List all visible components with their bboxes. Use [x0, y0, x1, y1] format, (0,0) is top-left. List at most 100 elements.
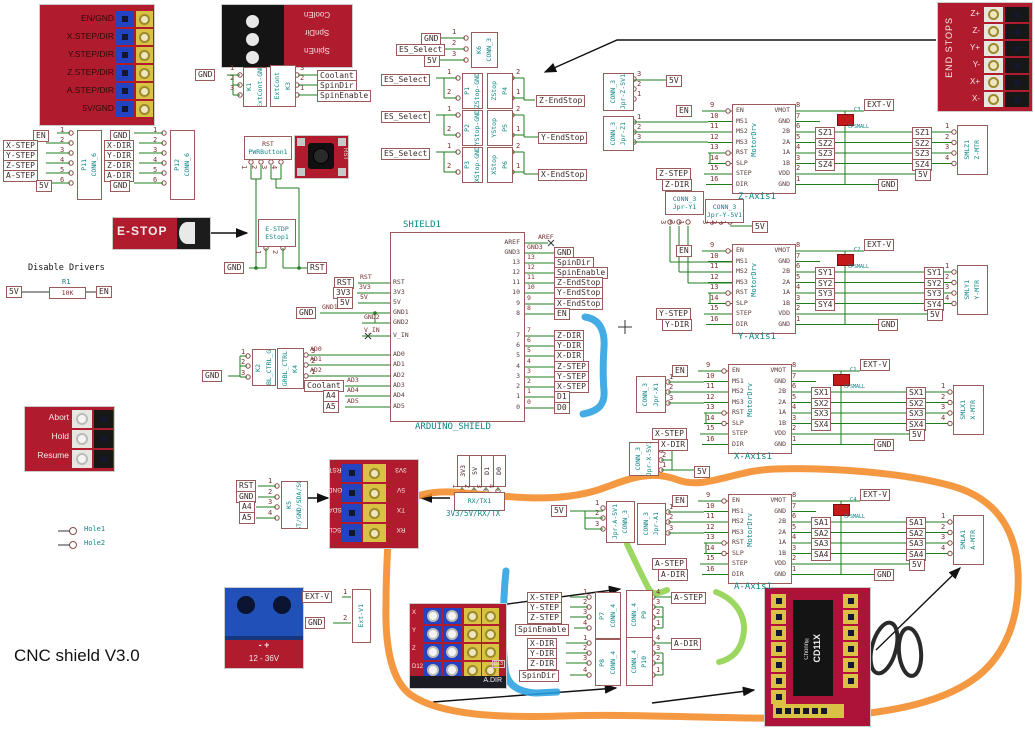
pin-number: 2 [637, 123, 642, 131]
pin-number: 3 [701, 220, 709, 225]
pin-name: MS1 [736, 256, 748, 265]
pin-dot [988, 26, 999, 37]
pin-number: 2 [300, 74, 305, 82]
terminal-screw [237, 596, 255, 614]
pin [455, 149, 461, 155]
net-label: SpinEnable [317, 90, 372, 102]
pin-number: 11 [710, 122, 719, 130]
pin [951, 129, 957, 135]
pin-name: STEP [732, 559, 748, 567]
pin-number: 1 [796, 314, 801, 323]
pin-number: 3 [941, 533, 946, 541]
pin-number: 3 [452, 50, 457, 58]
pin-number: 2 [656, 654, 661, 662]
component-ref: Jpr-Z-5V1 [619, 74, 627, 110]
net-label: GND [296, 307, 317, 319]
header-pin-cell [464, 626, 481, 642]
pin-number: 15 [706, 424, 715, 432]
pin [274, 483, 280, 489]
pin-dot [775, 678, 782, 684]
pin-number: 4 [153, 156, 158, 164]
header-pin-cell [341, 504, 362, 522]
net-label: EN [96, 286, 112, 298]
net-label: A-STEP [671, 592, 706, 604]
component-ref: P9 [640, 610, 648, 619]
component-ref: P5 [500, 124, 509, 132]
pin [951, 150, 957, 156]
pin-name: VMOT [774, 246, 790, 254]
annotation-arrow [651, 686, 756, 704]
net-label: EN [672, 495, 688, 507]
pin-number: 1 [447, 68, 452, 76]
terminal-block [222, 5, 284, 67]
net-label: 5V [752, 221, 768, 233]
net-label: X-EndStop [538, 169, 588, 181]
pin-name: AD0 [393, 350, 405, 358]
pcb-label: X.STEP/DIR [66, 31, 114, 41]
component-ref: 10K [62, 289, 74, 297]
pin-dot [988, 43, 999, 54]
pin-name: VDD [774, 429, 786, 437]
net-label: EXT-V [860, 359, 891, 371]
header-pin-cell [72, 410, 92, 428]
pin-number: 1 [656, 619, 661, 627]
pin-number: 6 [792, 512, 797, 520]
pin-name: SLP [732, 418, 744, 427]
pin-number: 3 [669, 524, 674, 532]
pcb-label: TX [396, 506, 406, 513]
net-label: EXT-V [864, 239, 895, 251]
pin [721, 540, 727, 546]
pin [586, 614, 592, 620]
pin [274, 515, 280, 521]
net-label: D0 [554, 402, 570, 414]
pin-dot [139, 13, 150, 25]
pin-name: GND [778, 256, 790, 265]
component-ref: SMLX1 [958, 400, 967, 420]
pin-dot [775, 694, 782, 700]
pin-number: 1 [662, 461, 667, 469]
pin-number: 3 [656, 644, 661, 652]
pin-dot [988, 94, 999, 105]
net-label: EN [33, 130, 49, 142]
pin-number: 7 [792, 501, 797, 510]
net-label: SpinEnable [515, 624, 570, 636]
pin [274, 494, 280, 500]
pin-dot [1014, 45, 1020, 52]
pin-dot [427, 664, 439, 676]
pin [725, 300, 731, 307]
driver-ref: X-Axis1 [734, 451, 772, 462]
pin [721, 368, 727, 374]
net-label: ES_Select [381, 111, 431, 123]
net-label-text: D1 [482, 467, 491, 475]
pin-name: GND [774, 506, 786, 515]
pin-number: 12 [706, 522, 715, 531]
pin-name: RST [393, 278, 405, 286]
net-label: X-EndStop [554, 298, 604, 310]
pin [237, 82, 243, 88]
component-ref: RST/GND/SDA/SCL [295, 481, 303, 529]
capacitor-C1 [833, 374, 850, 386]
driver-Y-Axis1 [732, 244, 796, 334]
pin [303, 352, 309, 358]
pin-number: 1 [656, 666, 661, 674]
net-name: GND1 [322, 303, 338, 311]
pin-number: 12 [710, 132, 719, 141]
solder-pad [338, 168, 346, 176]
header-pin-cell [984, 75, 1003, 90]
pin [68, 140, 74, 146]
pcb-label: Z+ [970, 9, 980, 18]
net-label: X-DIR [658, 438, 689, 451]
terminal-screw [246, 15, 259, 28]
net-name: 8 [527, 304, 531, 312]
pin-number: 3 [475, 484, 483, 489]
pin-dot [775, 662, 782, 668]
component-ref: RX/TX1 [467, 497, 492, 506]
component-ref: CONN_3 [485, 38, 493, 62]
net-label: A5 [239, 512, 255, 524]
pin-dot [847, 598, 854, 604]
terminal-screw [246, 51, 259, 64]
pcb-label: A.STEP/DIR [66, 85, 114, 95]
